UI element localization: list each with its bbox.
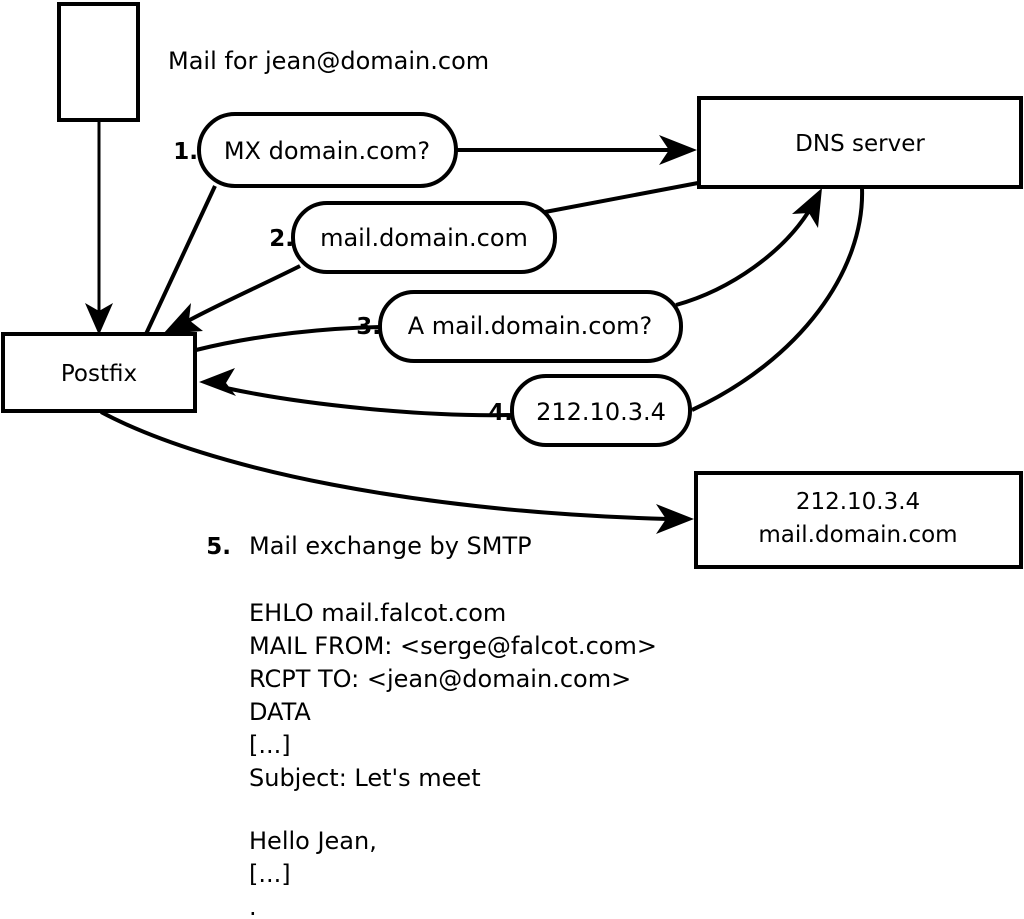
step-1-label: MX domain.com?: [224, 137, 430, 165]
mail-server-ip-label: 212.10.3.4: [796, 489, 920, 515]
transcript-line-8: [...]: [249, 860, 291, 888]
edge-step1-to-dns: [456, 135, 697, 165]
transcript-line-2: RCPT TO: <jean@domain.com>: [249, 665, 631, 693]
edge-dns-to-step2: [544, 181, 699, 214]
step-3-bubble: A mail.domain.com?: [378, 290, 683, 363]
edge-source-to-postfix: [85, 122, 113, 335]
step-5-number: 5.: [206, 534, 231, 560]
transcript-line-3: DATA: [249, 698, 311, 726]
step-5-label: Mail exchange by SMTP: [249, 532, 532, 560]
dns-server-box: [697, 96, 1023, 189]
step-2-bubble: mail.domain.com: [291, 201, 557, 274]
edge-step2-to-postfix: [163, 264, 301, 334]
mail-server-box: [694, 471, 1023, 569]
step-1-bubble: MX domain.com?: [197, 112, 458, 188]
transcript-line-7: Hello Jean,: [249, 827, 377, 855]
mail-server-host-label: mail.domain.com: [758, 522, 957, 548]
dns-server-label: DNS server: [795, 131, 925, 157]
transcript-line-9: .: [249, 893, 257, 919]
edge-step3-to-dns: [675, 188, 822, 307]
step-3-number: 3.: [356, 314, 381, 340]
transcript-line-0: EHLO mail.falcot.com: [249, 599, 506, 627]
source-box: [57, 2, 140, 122]
edge-postfix-to-step3: [195, 325, 381, 352]
edge-step4-to-postfix: [199, 368, 513, 418]
step-1-number: 1.: [173, 139, 198, 165]
step-4-number: 4.: [488, 400, 513, 426]
transcript-line-4: [...]: [249, 731, 291, 759]
postfix-label: Postfix: [61, 361, 137, 387]
step-3-label: A mail.domain.com?: [408, 312, 653, 340]
step-2-label: mail.domain.com: [320, 224, 528, 252]
postfix-box: [1, 332, 197, 413]
step-2-number: 2.: [269, 226, 294, 252]
transcript-line-1: MAIL FROM: <serge@falcot.com>: [249, 632, 657, 660]
page-title: Mail for jean@domain.com: [168, 47, 489, 75]
edge-postfix-to-step1: [144, 185, 217, 335]
step-4-label: 212.10.3.4: [536, 398, 666, 426]
edge-postfix-to-mailserver: [100, 410, 694, 534]
edge-dns-to-step4: [691, 187, 865, 412]
transcript-line-5: Subject: Let's meet: [249, 764, 481, 792]
step-4-bubble: 212.10.3.4: [510, 374, 692, 447]
